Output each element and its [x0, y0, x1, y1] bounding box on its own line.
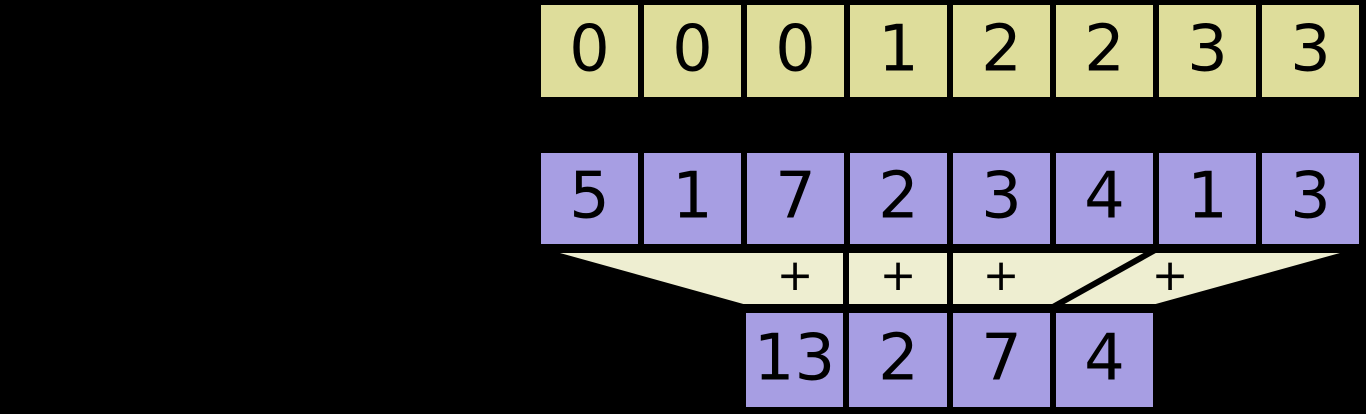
results-cell-0: 13 [740, 307, 849, 413]
keys-cell-label: 0 [569, 13, 610, 87]
keys-cell-label: 3 [1290, 13, 1331, 87]
results-cell-3: 4 [1050, 307, 1159, 413]
values-cell-4: 3 [947, 147, 1056, 250]
values-cell-label: 7 [775, 160, 816, 234]
values-cell-label: 1 [672, 160, 713, 234]
results-cell-2: 7 [947, 307, 1056, 413]
operator-plus-2: + [983, 250, 1020, 301]
keys-cell-label: 3 [1187, 13, 1228, 87]
operator-plus-1: + [880, 250, 917, 301]
keys-cell-6: 3 [1153, 0, 1262, 103]
values-cell-label: 1 [1187, 160, 1228, 234]
values-cell-box [1153, 147, 1262, 250]
results-row: 13 2 7 4 [740, 307, 1159, 413]
keys-cell-box [1153, 0, 1262, 103]
keys-cell-box [1256, 0, 1365, 103]
values-cell-1: 1 [638, 147, 747, 250]
operator-plus-0: + [777, 250, 814, 301]
keys-cell-box [535, 0, 644, 103]
keys-cell-5: 2 [1050, 0, 1159, 103]
keys-cell-label: 2 [1084, 13, 1125, 87]
values-cell-box [1256, 147, 1365, 250]
keys-cell-box [741, 0, 850, 103]
values-row: 5 1 7 2 3 4 1 [535, 147, 1365, 250]
results-cell-box [1050, 307, 1159, 413]
reduction-band: + + + + [537, 247, 1363, 310]
results-cell-label: 7 [981, 322, 1022, 396]
results-cell-1: 2 [843, 307, 953, 413]
values-cell-0: 5 [535, 147, 644, 250]
values-cell-box [638, 147, 747, 250]
values-cell-box [844, 147, 953, 250]
values-cell-5: 4 [1050, 147, 1159, 250]
keys-cell-3: 1 [844, 0, 953, 103]
keys-cell-label: 2 [981, 13, 1022, 87]
results-cell-label: 4 [1084, 322, 1125, 396]
results-cell-label: 13 [754, 322, 835, 396]
values-cell-label: 3 [981, 160, 1022, 234]
results-cell-label: 2 [878, 322, 919, 396]
values-cell-7: 3 [1256, 147, 1365, 250]
values-cell-2: 7 [741, 147, 850, 250]
values-cell-label: 2 [878, 160, 919, 234]
values-cell-label: 3 [1290, 160, 1331, 234]
keys-cell-box [638, 0, 747, 103]
keys-cell-label: 0 [775, 13, 816, 87]
results-cell-box [947, 307, 1056, 413]
keys-row: 0 0 0 1 2 2 3 [535, 0, 1365, 103]
results-cell-box [740, 307, 849, 413]
values-cell-3: 2 [844, 147, 953, 250]
keys-cell-7: 3 [1256, 0, 1365, 103]
operator-plus-3: + [1152, 250, 1189, 301]
values-cell-label: 4 [1084, 160, 1125, 234]
keys-cell-2: 0 [741, 0, 850, 103]
values-cell-6: 1 [1153, 147, 1262, 250]
keys-cell-4: 2 [947, 0, 1056, 103]
keys-cell-0: 0 [535, 0, 644, 103]
keys-cell-label: 0 [672, 13, 713, 87]
values-cell-box [741, 147, 850, 250]
values-cell-label: 5 [569, 160, 610, 234]
keys-cell-label: 1 [878, 13, 919, 87]
band-divider-slant [1051, 247, 1157, 310]
keys-cell-1: 0 [638, 0, 747, 103]
keys-cell-box [947, 0, 1056, 103]
values-cell-box [535, 147, 644, 250]
